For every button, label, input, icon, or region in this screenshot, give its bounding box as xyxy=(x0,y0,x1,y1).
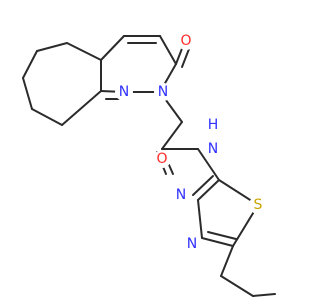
bond xyxy=(192,175,214,196)
bond xyxy=(197,179,220,201)
bond xyxy=(220,275,254,297)
nitrogen-atom: N xyxy=(187,236,197,252)
hydrogen-atom: H xyxy=(208,117,219,133)
atom-labels: O N N O N H N N S xyxy=(115,32,267,253)
bond xyxy=(66,42,102,61)
oxygen-atom: O xyxy=(180,33,191,49)
nitrogen-atom: N xyxy=(158,84,168,100)
bond xyxy=(175,45,184,65)
bond xyxy=(159,35,177,65)
bond xyxy=(207,231,237,240)
bond xyxy=(31,108,63,126)
sulfur-atom: S xyxy=(254,197,263,213)
bond-lines xyxy=(22,35,276,297)
nitrogen-atom: N xyxy=(208,141,218,157)
bond xyxy=(61,90,102,126)
nitrogen-atom: N xyxy=(119,84,129,100)
oxygen-atom: O xyxy=(156,151,167,167)
bond xyxy=(197,148,220,181)
bond xyxy=(22,50,38,79)
molecule-structure: O N N O N H N N S xyxy=(22,32,276,297)
bond xyxy=(201,237,234,247)
bond xyxy=(161,121,183,150)
bond xyxy=(181,48,190,68)
bond xyxy=(220,245,234,277)
bond xyxy=(100,35,125,61)
bond xyxy=(197,199,203,239)
bond xyxy=(36,42,68,52)
nitrogen-atom: N xyxy=(176,187,186,203)
bond xyxy=(22,77,33,110)
bond xyxy=(252,293,276,297)
